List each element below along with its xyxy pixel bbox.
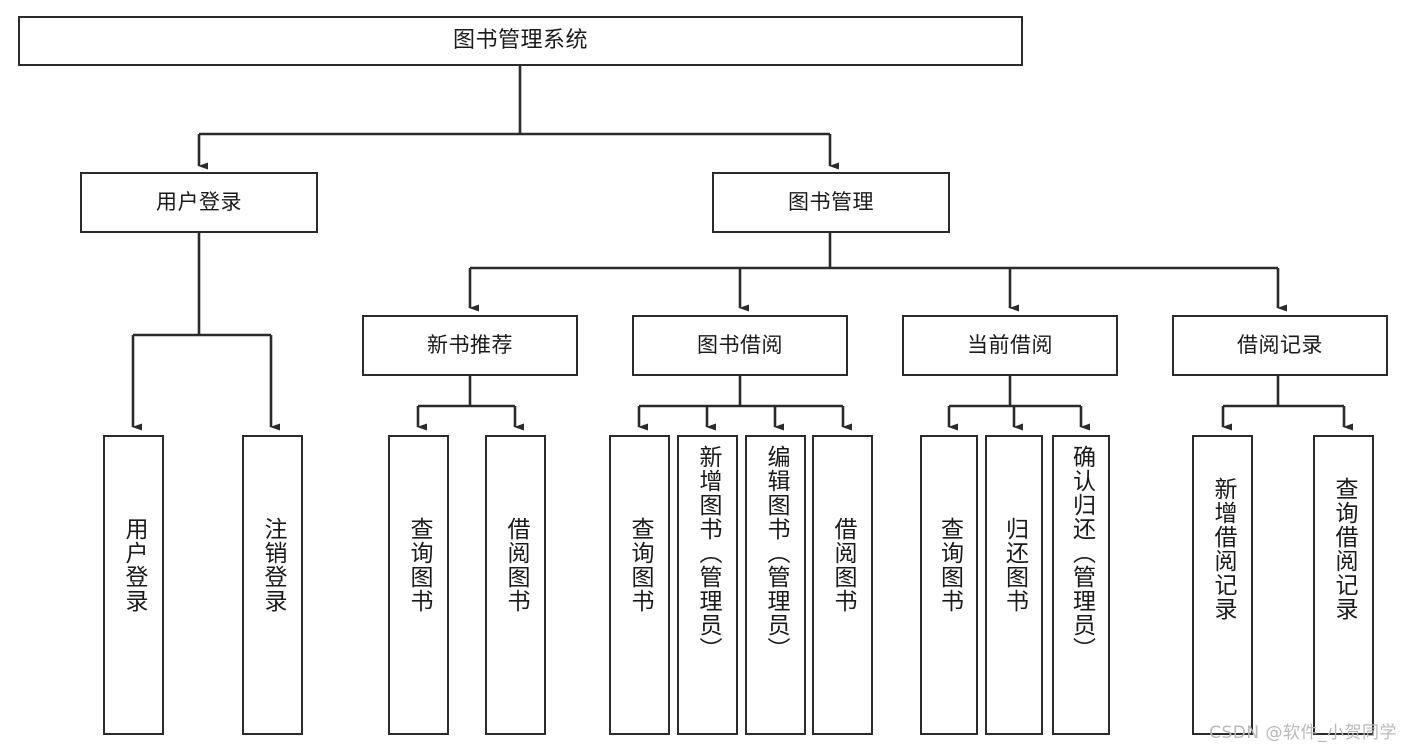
node-label: 图书管理系统 xyxy=(452,28,588,54)
leaf-current-borrow-query-book[interactable]: 查询图书 xyxy=(920,435,978,735)
node-label: 查询图书 xyxy=(627,517,653,613)
node-label: 借阅图书 xyxy=(503,517,529,613)
leaf-borrow-record-add-record[interactable]: 新增借阅记录 xyxy=(1192,435,1253,735)
leaf-current-borrow-return-book[interactable]: 归还图书 xyxy=(985,435,1043,735)
node-book-borrow[interactable]: 图书借阅 xyxy=(632,315,848,376)
leaf-new-book-query-book[interactable]: 查询图书 xyxy=(388,435,449,735)
node-label: 用户登录 xyxy=(156,190,242,215)
node-label: 编辑图书（管理员） xyxy=(763,445,789,661)
node-label: 查询图书 xyxy=(936,517,963,613)
node-label: 查询借阅记录 xyxy=(1331,477,1357,621)
leaf-book-borrow-edit-book-admin[interactable]: 编辑图书（管理员） xyxy=(745,435,806,735)
leaf-book-borrow-query-book[interactable]: 查询图书 xyxy=(609,435,670,735)
node-label: 借阅记录 xyxy=(1237,333,1323,358)
leaf-book-borrow-add-book-admin[interactable]: 新增图书（管理员） xyxy=(677,435,738,735)
node-label: 新书推荐 xyxy=(427,333,513,358)
leaf-book-borrow-borrow-book[interactable]: 借阅图书 xyxy=(812,435,873,735)
node-borrow-record[interactable]: 借阅记录 xyxy=(1172,315,1388,376)
leaf-new-book-borrow-book[interactable]: 借阅图书 xyxy=(485,435,546,735)
node-label: 确认归还（管理员） xyxy=(1068,445,1095,661)
node-label: 新增图书（管理员） xyxy=(695,445,721,661)
node-book-management[interactable]: 图书管理 xyxy=(712,172,950,233)
leaf-borrow-record-query-record[interactable]: 查询借阅记录 xyxy=(1313,435,1374,735)
node-label: 当前借阅 xyxy=(967,333,1053,358)
node-root-book-management-system[interactable]: 图书管理系统 xyxy=(18,16,1023,66)
leaf-current-borrow-confirm-return-admin[interactable]: 确认归还（管理员） xyxy=(1052,435,1110,735)
node-user-login[interactable]: 用户登录 xyxy=(80,172,318,233)
node-label: 注销登录 xyxy=(260,517,286,613)
node-label: 归还图书 xyxy=(1001,517,1028,613)
node-label: 图书管理 xyxy=(788,190,874,215)
node-label: 查询图书 xyxy=(406,517,432,613)
leaf-user-login-login[interactable]: 用户登录 xyxy=(103,435,164,735)
node-current-borrow[interactable]: 当前借阅 xyxy=(902,315,1118,376)
csdn-watermark: CSDN @软件_小贺同学 xyxy=(1209,723,1397,743)
node-new-book-recommend[interactable]: 新书推荐 xyxy=(362,315,578,376)
node-label: 图书借阅 xyxy=(697,333,783,358)
node-label: 新增借阅记录 xyxy=(1210,477,1236,621)
node-label: 用户登录 xyxy=(121,517,147,613)
node-label: 借阅图书 xyxy=(830,517,856,613)
leaf-user-login-logout[interactable]: 注销登录 xyxy=(242,435,303,735)
